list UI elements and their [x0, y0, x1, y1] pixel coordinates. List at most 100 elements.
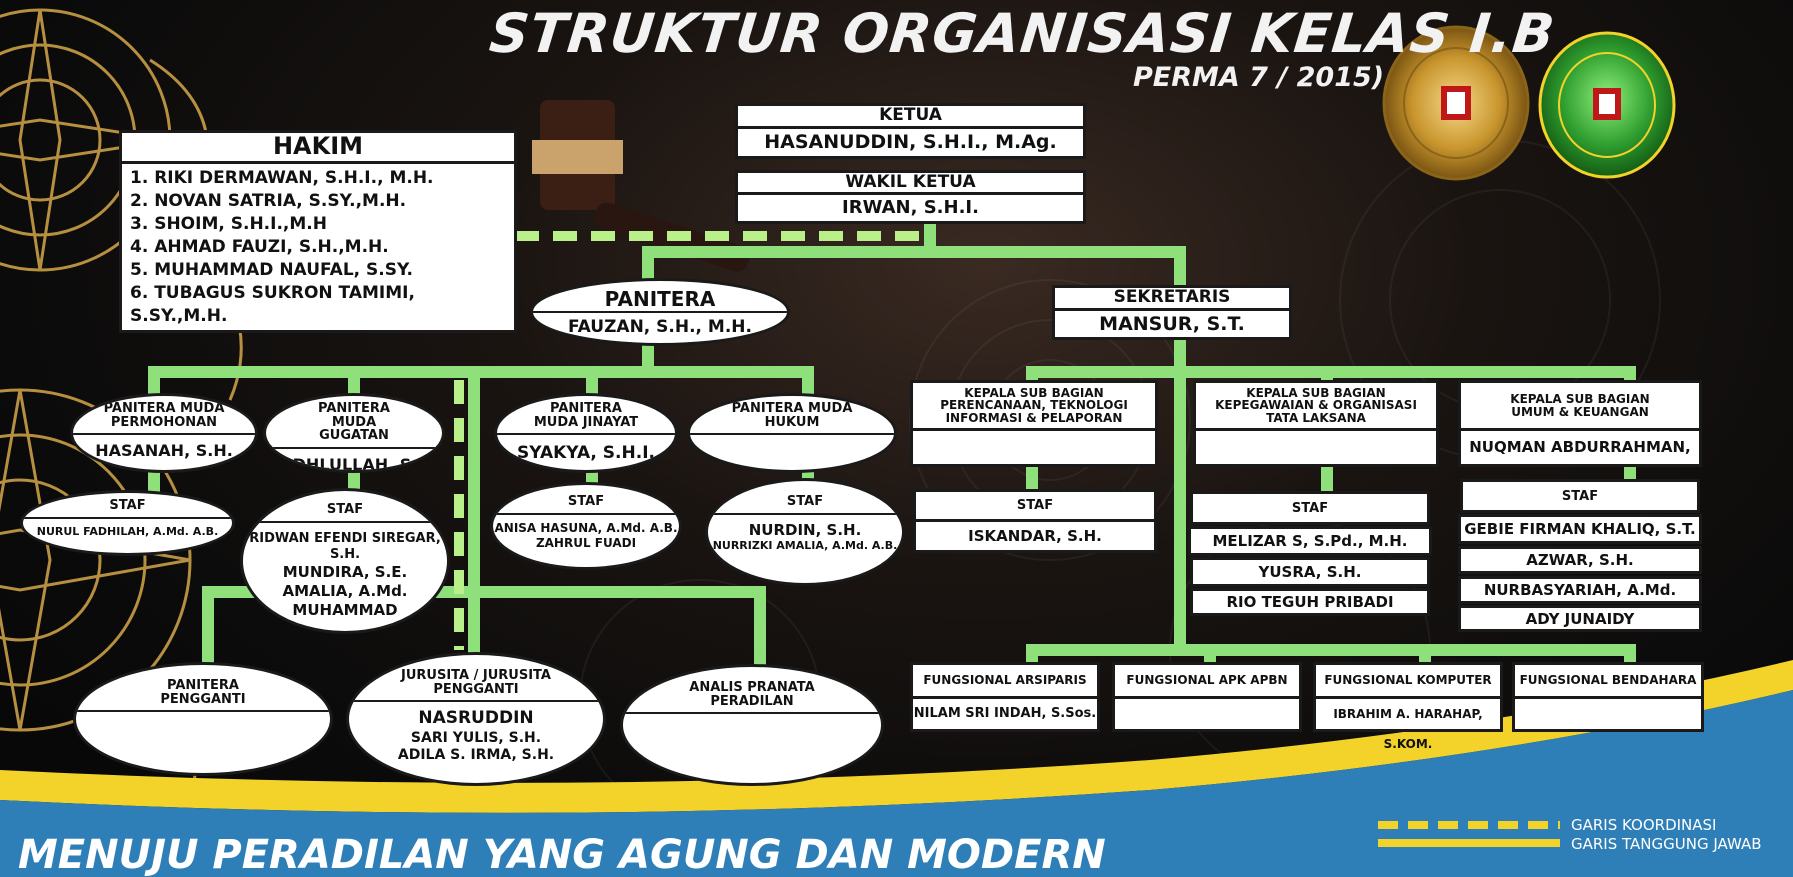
panitera-muda-jinayat-oval: PANITERA MUDA JINAYAT SYAKYA, S.H.I.	[494, 393, 678, 473]
staf-gugatan-name: RIDWAN EFENDI SIREGAR, S.H.	[249, 530, 441, 562]
bottom-yellow-band	[0, 660, 1793, 813]
panitera-muda-gugatan-oval: PANITERA MUDA GUGATAN FADHLULLAH, S.H.	[263, 393, 445, 473]
staf-gugatan-name: MUHAMMAD	[292, 600, 398, 619]
panitera-muda-gugatan-label: PANITERA MUDA GUGATAN	[266, 402, 442, 449]
staf-jinayat-oval: STAF ANISA HASUNA, A.Md. A.B. ZAHRUL FUA…	[490, 482, 682, 570]
staf-gugatan-name: AMALIA, A.Md.	[282, 581, 408, 600]
panitera-muda-permohonan-oval: PANITERA MUDA PERMOHONAN HASANAH, S.H.	[70, 393, 258, 473]
ketua-box: KETUA HASANUDDIN, S.H.I., M.Ag.	[735, 103, 1086, 159]
kasub-ptip-label: KEPALA SUB BAGIAN PERENCANAAN, TEKNOLOGI…	[913, 383, 1155, 431]
staf-umum-name-strip: AZWAR, S.H.	[1458, 546, 1702, 574]
staf-permohonan-oval: STAF NURUL FADHILAH, A.Md. A.B.	[20, 490, 235, 556]
staf-kepeg-label: STAF	[1291, 500, 1329, 516]
kasub-ptip-box: KEPALA SUB BAGIAN PERENCANAAN, TEKNOLOGI…	[910, 380, 1158, 467]
analis-oval: ANALIS PRANATA PERADILAN	[620, 664, 884, 786]
hakim-member: 4. AHMAD FAUZI, S.H.,M.H.	[130, 237, 389, 257]
staf-permohonan-name: NURUL FADHILAH, A.Md. A.B.	[36, 524, 219, 538]
kasub-umum-box: KEPALA SUB BAGIAN UMUM & KEUANGAN NUQMAN…	[1458, 380, 1702, 488]
seal-mahkamah-agung-icon	[1382, 25, 1530, 181]
ketua-label: KETUA	[738, 106, 1083, 129]
fungsional-arsiparis-box: FUNGSIONAL ARSIPARIS NILAM SRI INDAH, S.…	[910, 662, 1100, 732]
staf-umum-name: AZWAR, S.H.	[1526, 551, 1634, 569]
fungsional-bendahara-label: FUNGSIONAL BENDAHARA	[1515, 665, 1701, 699]
hakim-member: 5. MUHAMMAD NAUFAL, S.SY.	[130, 260, 413, 280]
fungsional-apk-apbn-label: FUNGSIONAL APK APBN	[1115, 665, 1299, 699]
hakim-box: HAKIM 1. RIKI DERMAWAN, S.H.I., M.H. 2. …	[119, 130, 517, 333]
staf-permohonan-label: STAF	[23, 499, 232, 519]
staf-umum-name: NURBASYARIAH, A.Md.	[1483, 581, 1677, 599]
kasub-kepeg-box: KEPALA SUB BAGIAN KEPEGAWAIAN & ORGANISA…	[1193, 380, 1439, 467]
staf-ptip-label: STAF	[916, 492, 1154, 522]
staf-umum-name-strip: ADY JUNAIDY	[1458, 605, 1702, 632]
panitera-label: PANITERA	[533, 287, 787, 313]
staf-gugatan-oval: STAF RIDWAN EFENDI SIREGAR, S.H. MUNDIRA…	[240, 488, 450, 634]
fungsional-komputer-box: FUNGSIONAL KOMPUTER IBRAHIM A. HARAHAP, …	[1313, 662, 1503, 751]
staf-gugatan-name: MUNDIRA, S.E.	[282, 563, 408, 582]
sekretaris-box: SEKRETARIS MANSUR, S.T.	[1052, 285, 1292, 340]
panitera-muda-jinayat-name: SYAKYA, S.H.I.	[517, 443, 655, 464]
staf-umum-label: STAF	[1561, 488, 1599, 504]
staf-hukum-names: NURDIN, S.H. NURRIZKI AMALIA, A.Md. A.B.	[713, 521, 898, 554]
wakil-ketua-label: WAKIL KETUA	[738, 173, 1083, 195]
fungsional-arsiparis-name: NILAM SRI INDAH, S.Sos.	[913, 706, 1097, 721]
staf-ptip-box: STAF ISKANDAR, S.H.	[913, 489, 1157, 553]
fungsional-bendahara-box: FUNGSIONAL BENDAHARA	[1512, 662, 1704, 732]
panitera-muda-hukum-label: PANITERA MUDA HUKUM	[690, 402, 894, 436]
panitera-muda-permohonan-label: PANITERA MUDA PERMOHONAN	[73, 402, 255, 436]
fungsional-komputer-name: IBRAHIM A. HARAHAP, S.KOM.	[1333, 707, 1483, 751]
sekretaris-name: MANSUR, S.T.	[1099, 313, 1245, 335]
staf-kepeg-name: MELIZAR S, S.Pd., M.H.	[1212, 532, 1408, 550]
legend-tanggung-jawab-label: GARIS TANGGUNG JAWAB	[1571, 835, 1762, 853]
sekretaris-label: SEKRETARIS	[1055, 288, 1289, 311]
wakil-ketua-box: WAKIL KETUA IRWAN, S.H.I.	[735, 170, 1086, 224]
panitera-muda-permohonan-name: HASANAH, S.H.	[95, 441, 233, 461]
page-title: STRUKTUR ORGANISASI KELAS I.B	[486, 2, 1559, 65]
hakim-heading: HAKIM	[272, 132, 364, 161]
staf-jinayat-name: ZAHRUL FUADI	[535, 535, 637, 550]
staf-kepeg-label-box: STAF	[1190, 491, 1430, 525]
staf-kepeg-name-strip: RIO TEGUH PRIBADI	[1190, 588, 1430, 616]
panitera-pengganti-label: PANITERA PENGGANTI	[76, 679, 330, 713]
page-subtitle: PERMA 7 / 2015)	[1133, 62, 1385, 93]
fungsional-apk-apbn-box: FUNGSIONAL APK APBN	[1112, 662, 1302, 732]
staf-ptip-name: ISKANDAR, S.H.	[968, 527, 1102, 545]
staf-hukum-name: NURRIZKI AMALIA, A.Md. A.B.	[712, 539, 898, 553]
staf-kepeg-name-strip: MELIZAR S, S.Pd., M.H.	[1188, 526, 1432, 556]
staf-gugatan-label: STAF	[243, 503, 447, 523]
panitera-muda-hukum-oval: PANITERA MUDA HUKUM	[687, 393, 897, 473]
staf-kepeg-name-strip: YUSRA, S.H.	[1190, 557, 1430, 587]
legend-koordinasi-label: GARIS KOORDINASI	[1571, 816, 1717, 834]
panitera-oval: PANITERA FAUZAN, S.H., M.H.	[530, 278, 790, 346]
jurusita-label: JURUSITA / JURUSITA PENGGANTI	[349, 669, 603, 703]
hakim-member: 1. RIKI DERMAWAN, S.H.I., M.H.	[130, 168, 434, 188]
staf-umum-name-strip: GEBIE FIRMAN KHALIQ, S.T.	[1458, 514, 1702, 544]
panitera-pengganti-oval: PANITERA PENGGANTI	[73, 662, 333, 776]
wakil-ketua-name: IRWAN, S.H.I.	[842, 197, 979, 218]
staf-umum-name: GEBIE FIRMAN KHALIQ, S.T.	[1464, 520, 1696, 538]
staf-kepeg-name: RIO TEGUH PRIBADI	[1226, 593, 1394, 611]
staf-umum-name-strip: NURBASYARIAH, A.Md.	[1458, 576, 1702, 604]
slogan-text: MENUJU PERADILAN YANG AGUNG DAN MODERN	[18, 832, 1106, 877]
staf-jinayat-label: STAF	[493, 495, 679, 515]
panitera-name: FAUZAN, S.H., M.H.	[567, 317, 752, 337]
jurusita-name: ADILA S. IRMA, S.H.	[397, 747, 555, 764]
staf-kepeg-name: YUSRA, S.H.	[1258, 563, 1362, 581]
panitera-muda-jinayat-label: PANITERA MUDA JINAYAT	[497, 402, 675, 436]
hakim-member: 6. TUBAGUS SUKRON TAMIMI, S.SY.,M.H.	[130, 283, 415, 326]
hakim-member-list: 1. RIKI DERMAWAN, S.H.I., M.H. 2. NOVAN …	[122, 161, 514, 328]
jurusita-names: NASRUDDIN SARI YULIS, S.H. ADILA S. IRMA…	[398, 708, 554, 764]
kasub-umum-label: KEPALA SUB BAGIAN UMUM & KEUANGAN	[1461, 383, 1699, 431]
hakim-member: 2. NOVAN SATRIA, S.SY.,M.H.	[130, 191, 407, 211]
staf-hukum-label: STAF	[708, 495, 902, 515]
fungsional-arsiparis-label: FUNGSIONAL ARSIPARIS	[913, 665, 1097, 699]
kasub-kepeg-label: KEPALA SUB BAGIAN KEPEGAWAIAN & ORGANISA…	[1196, 383, 1436, 431]
bottom-blue-band	[0, 690, 1793, 877]
jurusita-name: NASRUDDIN	[418, 708, 534, 729]
staf-jinayat-names: ANISA HASUNA, A.Md. A.B. ZAHRUL FUADI	[494, 521, 677, 551]
jurusita-name: SARI YULIS, S.H.	[410, 729, 542, 746]
ketua-name: HASANUDDIN, S.H.I., M.Ag.	[764, 131, 1057, 153]
staf-umum-name: ADY JUNAIDY	[1525, 609, 1635, 628]
seal-mahkamah-syariyah-icon	[1538, 31, 1676, 179]
